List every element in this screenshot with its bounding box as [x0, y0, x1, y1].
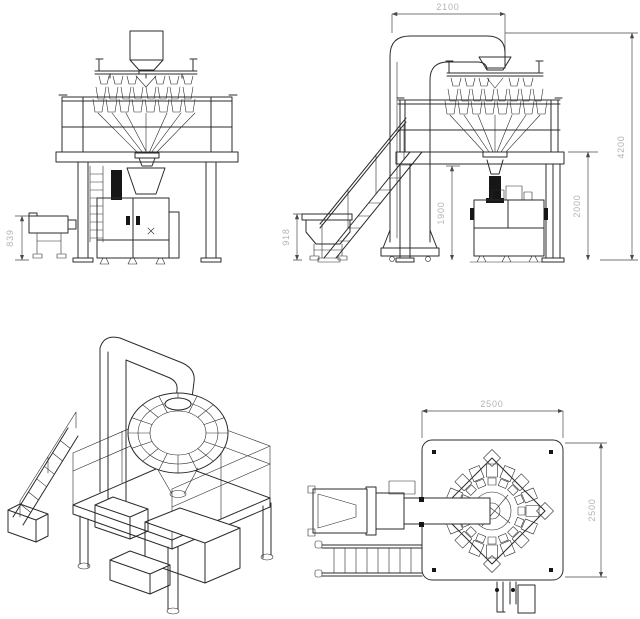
dim-text-1900: 1900: [436, 201, 446, 224]
platform-deck: [55, 151, 239, 163]
dimension-plan-depth: 2500: [565, 442, 607, 578]
platform-railing: [58, 94, 238, 153]
forming-funnel: [126, 167, 166, 195]
discharge-outlet-top: [495, 581, 536, 614]
dim-text-2100: 2100: [436, 2, 459, 12]
iso-weigher-head: [127, 392, 229, 498]
packing-machine: [96, 197, 180, 265]
dim-text-2000: 2000: [572, 194, 582, 217]
dimension-conveyor-height: 839: [5, 215, 29, 261]
platform-corner-pads: [432, 450, 553, 572]
dim-text-4200: 4200: [616, 135, 626, 158]
dim-text-2500-depth: 2500: [587, 498, 597, 521]
top-view: 2500 2500: [307, 399, 607, 614]
dimension-plan-width: 2500: [421, 399, 564, 438]
dimension-infeed-height: 918: [281, 213, 302, 261]
dim-text-2500-width: 2500: [480, 399, 503, 409]
packing-machine-side: [469, 185, 551, 263]
dim-text-918: 918: [281, 228, 291, 245]
stairs-top: [314, 540, 423, 578]
infeed-bin: [301, 213, 353, 261]
isometric-view: [7, 336, 274, 615]
discharge-cones: [97, 112, 196, 167]
iso-legs: [77, 502, 274, 615]
front-view: 839: [5, 30, 239, 265]
feed-conveyor-top: [307, 480, 491, 537]
top-hopper: [129, 30, 164, 75]
platform-side: [395, 97, 565, 263]
iso-stairs: [7, 411, 79, 543]
outfeed-conveyor: [28, 212, 77, 259]
iso-gantry-duct: [99, 336, 195, 506]
platform-legs: [72, 161, 222, 263]
dimension-platform-height: 2000: [568, 151, 598, 261]
dim-text-839: 839: [5, 229, 15, 246]
feeder-frame: [94, 58, 198, 88]
dimension-frame-height: 1900: [436, 165, 460, 261]
dimension-top-width: 2100: [391, 2, 506, 57]
z-elevator-duct: [380, 35, 506, 262]
dimension-overall-height: 4200: [505, 32, 638, 261]
weigh-hoppers: [92, 86, 196, 113]
iso-lower-machines: [94, 496, 241, 595]
side-view: 2100: [281, 2, 638, 263]
staircase: [317, 117, 423, 263]
discharge-chute: [111, 170, 122, 200]
